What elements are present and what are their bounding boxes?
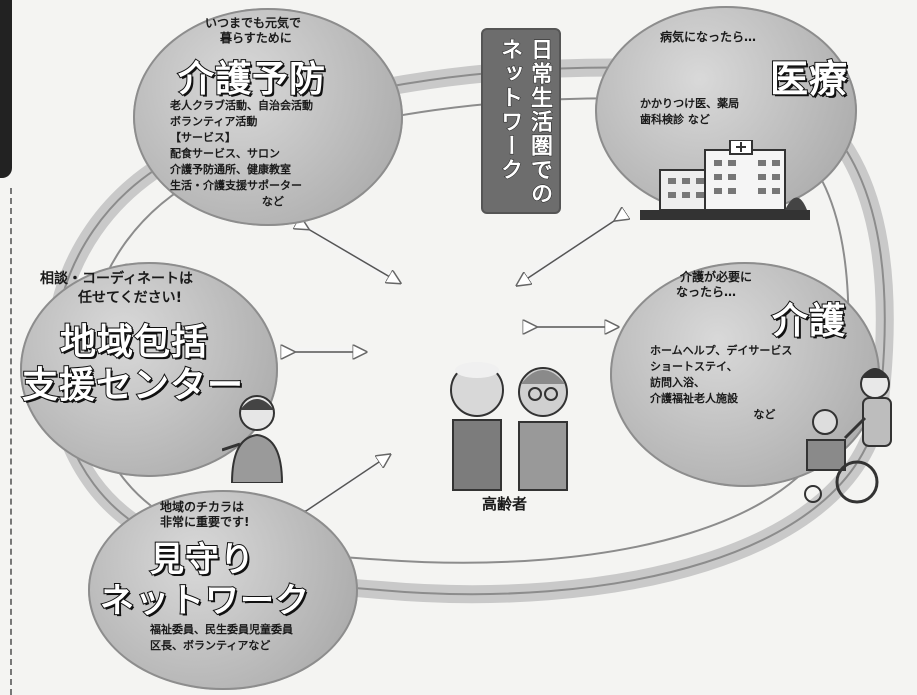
wheelchair-icon	[804, 368, 892, 504]
center-title-line2: 支援センター	[21, 364, 245, 407]
network-label-line2: ネットワーク	[497, 38, 523, 183]
prevention-items: 老人クラブ活動、自治会活動 ボランティア活動 【サービス】 配食サービス、サロン…	[170, 99, 313, 208]
watch-items: 福祉委員、民生委員児童委員 区長、ボランティアなど	[150, 623, 293, 652]
medical-caption: 病気になったら…	[660, 30, 757, 44]
network-label-line1: 日常生活圏での	[527, 38, 553, 207]
care-caption-1: 介護が必要に	[680, 270, 753, 284]
watch-bubble	[88, 490, 358, 690]
watch-caption-2: 非常に重要です!	[160, 515, 250, 529]
care-caption-2: なったら…	[676, 285, 737, 299]
corner-decoration	[0, 0, 12, 178]
prevention-bubble	[133, 8, 403, 226]
prevention-title: 介護予防	[177, 58, 327, 101]
hospital-icon	[640, 140, 810, 220]
care-items: ホームヘルプ、デイサービス ショートステイ、 訪問入浴、 介護福祉老人施設 など	[650, 344, 793, 421]
watch-title-line1: 見守り	[149, 539, 255, 581]
center-caption-1: 相談・コーディネートは	[40, 271, 194, 287]
elderly-label: 高齢者	[482, 495, 528, 513]
prevention-caption-1: いつまでも元気で	[205, 16, 302, 30]
elderly-couple-icon	[450, 362, 568, 491]
frame-edge	[10, 188, 12, 695]
staff-person-icon	[222, 395, 284, 483]
center-bubble	[20, 262, 278, 477]
center-title-line1: 地域包括	[59, 321, 209, 364]
care-title: 介護	[771, 300, 847, 343]
center-caption-2: 任せてください!	[78, 290, 182, 306]
medical-items: かかりつけ医、薬局 歯科検診 など	[640, 97, 740, 126]
medical-title: 医療	[769, 56, 849, 102]
watch-title-line2: ネットワーク	[99, 580, 310, 622]
prevention-caption-2: 暮らすために	[220, 31, 292, 45]
watch-caption-1: 地域のチカラは	[160, 500, 245, 514]
network-label-tab	[481, 28, 561, 214]
